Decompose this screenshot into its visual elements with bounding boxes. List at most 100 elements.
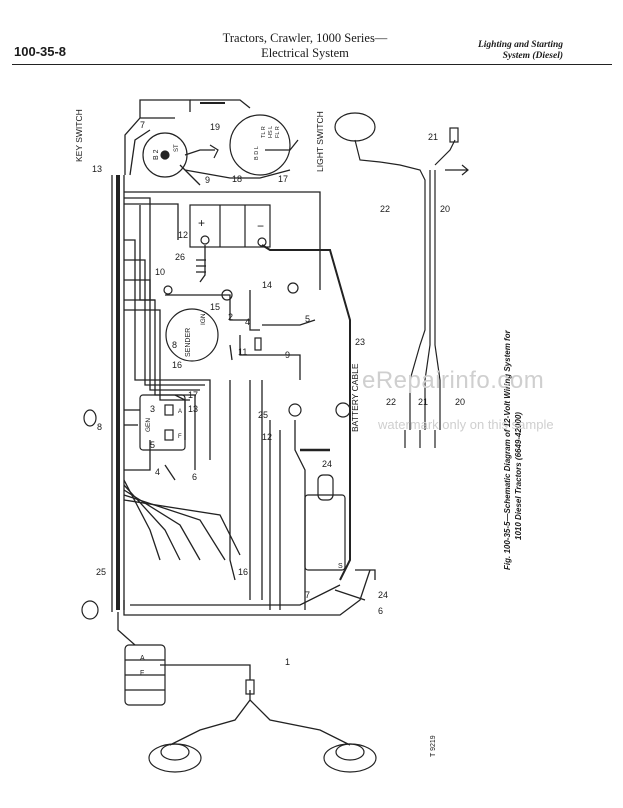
- wire-10: [139, 205, 155, 301]
- wire-bundle-b: [124, 279, 200, 391]
- headlight-right: [323, 743, 377, 773]
- wire-18: [184, 169, 291, 179]
- rear-connector: [449, 127, 459, 143]
- wire-label-17b: 17: [188, 390, 198, 400]
- wire-labels: 13 7 19 18 9 17 12 26 10 15 2 14 5 4 11 …: [92, 120, 465, 667]
- wire-label-14: 14: [262, 280, 272, 290]
- wire-label-3: 3: [150, 404, 155, 414]
- harness-end-pins: [404, 430, 436, 448]
- title-line-1: Tractors, Crawler, 1000 Series—: [222, 31, 388, 45]
- indicator-lamp: [163, 285, 173, 295]
- component-labels: KEY SWITCH LIGHT SWITCH BATTERY CABLE SE…: [74, 109, 360, 677]
- wire-label-22a: 22: [380, 204, 390, 214]
- wire-label-13b: 13: [188, 404, 198, 414]
- wire-label-10: 10: [155, 267, 165, 277]
- caption-line-2: 1010 Diesel Tractors (6649-42000): [514, 412, 523, 540]
- wiring-harness: [111, 99, 376, 746]
- wire-label-24a: 24: [322, 459, 332, 469]
- wire-label-12b: 12: [262, 432, 272, 442]
- battery: [189, 204, 271, 248]
- header-rule: [12, 64, 612, 65]
- starter-button: [288, 403, 302, 417]
- light-hsl-label: HS L: [268, 126, 274, 138]
- wire-label-20b: 20: [455, 397, 465, 407]
- wire-down-1: [124, 197, 151, 300]
- section-line-2: System (Diesel): [502, 51, 563, 61]
- gen-f-label: F: [178, 434, 182, 440]
- wire-label-25a: 25: [258, 410, 268, 420]
- wire-label-2: 2: [228, 312, 233, 322]
- page-number: 100-35-8: [14, 44, 67, 59]
- wire-label-13: 13: [92, 164, 102, 174]
- headlight-right-lens: [335, 743, 365, 761]
- ground-terminal-8: [83, 409, 97, 427]
- wire-5-right: [262, 319, 316, 326]
- rear-lamp: [334, 112, 376, 142]
- watermark-site: eRepairinfo.com: [362, 367, 545, 394]
- light-tlr-label: TL R: [261, 126, 267, 138]
- wire-label-15: 15: [210, 302, 220, 312]
- wire-harness-top: [124, 191, 321, 290]
- regulator-a-label: A: [140, 655, 145, 662]
- wire-1: [160, 664, 251, 680]
- wire-14-down: [249, 290, 260, 331]
- generator: [139, 394, 186, 451]
- wire-11: [229, 344, 233, 361]
- title-line-2: Electrical System: [261, 46, 349, 60]
- wire-label-20a: 20: [440, 204, 450, 214]
- wire-label-6b: 6: [378, 606, 383, 616]
- wire-headlight-left: [169, 690, 251, 746]
- fan-5: [123, 499, 241, 556]
- wire-label-25b: 25: [96, 567, 106, 577]
- wire-26: [124, 203, 179, 240]
- figure-caption: Fig. 100-35-5—Schematic Diagram of 12-Vo…: [503, 329, 523, 570]
- battery-positive-terminal: [200, 235, 210, 245]
- wire-label-17a: 17: [278, 174, 288, 184]
- battery-minus-label: −: [257, 219, 264, 233]
- wire-label-16a: 16: [172, 360, 182, 370]
- key-switch-center: [160, 150, 170, 160]
- wire-9: [239, 335, 301, 380]
- components: [81, 112, 469, 773]
- gen-a-label: A: [178, 409, 182, 415]
- wire-label-5a: 5: [305, 314, 310, 324]
- wire-13-key: [124, 117, 175, 175]
- headlight-connector: [245, 679, 255, 695]
- light-bdl-label: B D L: [254, 146, 260, 160]
- sender-label: SENDER: [185, 328, 192, 357]
- wire-label-18: 18: [232, 174, 242, 184]
- rear-harness-21: [424, 170, 431, 430]
- rear-harness-22: [354, 139, 426, 430]
- figure-id: T 9219: [430, 735, 437, 757]
- wire-key-feed: [129, 129, 151, 176]
- wire-label-16b: 16: [238, 567, 248, 577]
- starter-s-label: S: [338, 563, 343, 570]
- wire-15: [165, 294, 250, 321]
- key-switch-body: [142, 132, 188, 178]
- wire-label-26: 26: [175, 252, 185, 262]
- key-switch-label: KEY SWITCH: [74, 109, 84, 162]
- battery-cable-terminal: [335, 402, 351, 418]
- wire-label-12a: 12: [178, 230, 188, 240]
- battery-cable-label: BATTERY CABLE: [350, 363, 360, 432]
- caption-line-1: Fig. 100-35-5—Schematic Diagram of 12-Vo…: [503, 329, 512, 570]
- wire-label-9b: 9: [285, 350, 290, 360]
- battery-negative-terminal: [257, 237, 267, 247]
- fan-1: [123, 479, 161, 561]
- wire-label-21a: 21: [428, 132, 438, 142]
- key-st-label: ST: [174, 144, 180, 152]
- sender-gauge: [165, 308, 219, 362]
- fuse-11: [254, 337, 262, 351]
- fan-3: [123, 489, 201, 561]
- key-b2-label: B 2: [153, 149, 160, 160]
- wire-label-23: 23: [355, 337, 365, 347]
- light-switch-connector: [209, 144, 219, 159]
- light-switch-label: LIGHT SWITCH: [315, 111, 325, 172]
- starter-motor: [304, 494, 346, 571]
- regulator-f-label: F: [140, 670, 144, 677]
- wire-starter-s: [355, 569, 376, 580]
- wire-17: [265, 139, 299, 151]
- cable-wrap: [196, 259, 206, 273]
- wire-headlight-right: [249, 699, 351, 746]
